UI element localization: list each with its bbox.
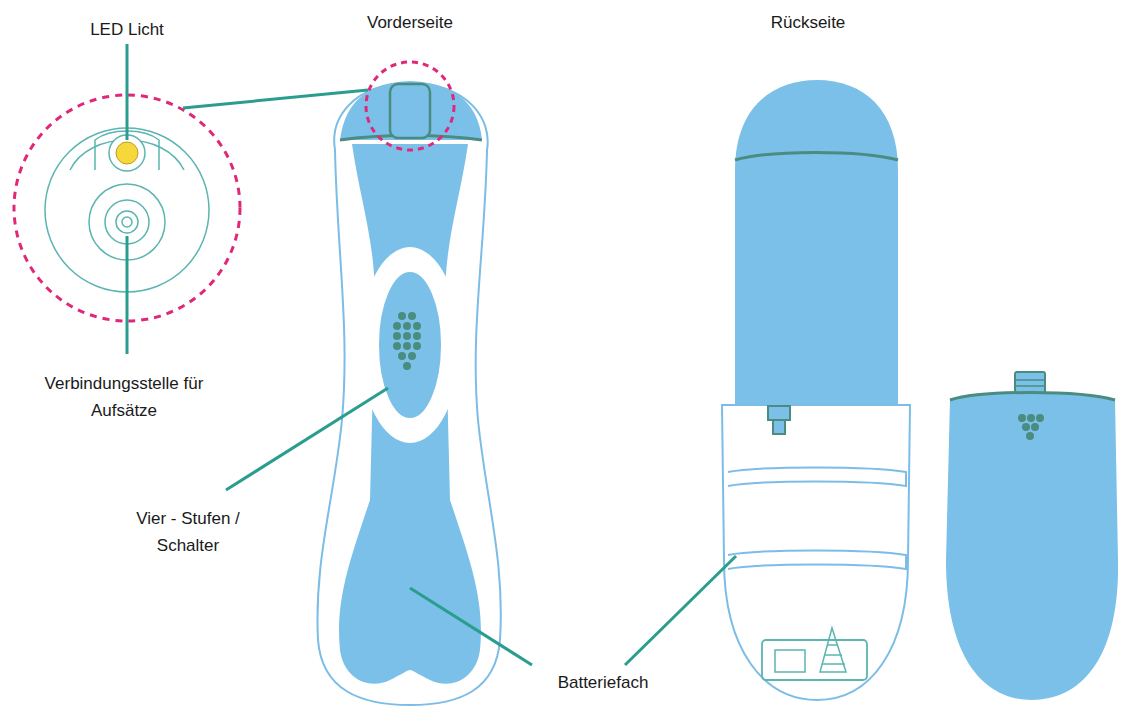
part-label: LED Licht	[67, 16, 187, 43]
zoom-detail	[14, 90, 368, 321]
part-label: Batteriefach	[523, 669, 683, 696]
view-title: Vorderseite	[340, 9, 480, 36]
leader-lines	[127, 44, 736, 665]
back-view	[722, 80, 1118, 700]
view-title: Rückseite	[738, 9, 878, 36]
part-label: Verbindungsstelle für Aufsätze	[24, 370, 224, 424]
part-label: Vier - Stufen / Schalter	[118, 505, 258, 559]
front-view	[317, 62, 500, 705]
